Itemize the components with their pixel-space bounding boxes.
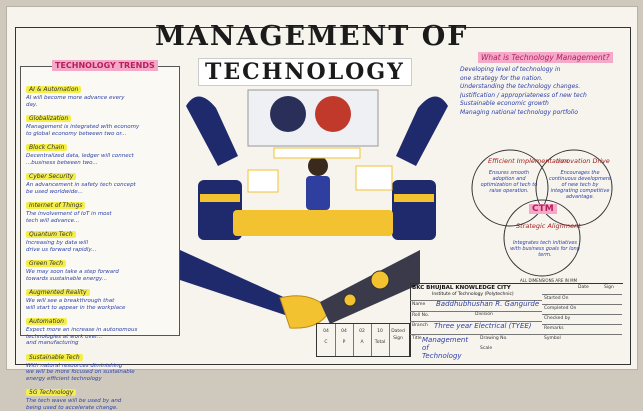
technology-trends-title: TECHNOLOGY TRENDS [52, 60, 158, 71]
person-body-icon [306, 176, 330, 210]
student-name: Baddhubhushan R. Gangurde [436, 300, 539, 308]
institution-name: BKC BHUJBAL KNOWLEDGE CITY [412, 285, 511, 291]
point: Developing level of technology in [460, 66, 618, 75]
robot-arm-icon [320, 250, 420, 324]
trend-heading: Green Tech [26, 260, 66, 267]
point: Justification / appropriateness of new t… [460, 92, 618, 101]
desk-base [233, 210, 393, 236]
tech-management-title: What is Technology Management? [478, 52, 613, 63]
institution-code: BKC [412, 285, 424, 291]
robot-hand-right-icon [396, 96, 448, 166]
robot-hand-left-icon [186, 96, 238, 166]
circle-text-strategic: Integrates tech initiatives with busines… [510, 240, 580, 258]
institution-title: BHUJBAL KNOWLEDGE CITY [426, 285, 511, 291]
point: Sustainable economic growth [460, 100, 618, 109]
scale-label: Scale [480, 346, 492, 351]
trend-heading: Automation [26, 318, 67, 325]
poster-title-line1: MANAGEMENT OF [155, 21, 468, 52]
marks-dated-sign: Dated Sign [389, 324, 407, 356]
drawing-no-label: Drawing No. [480, 336, 508, 341]
circle-text-innovation: Encourages the continuous development of… [548, 170, 612, 200]
ctm-label: CTM [529, 204, 557, 214]
symbol-cell: Symbol [542, 334, 622, 357]
search-bar-icon [274, 148, 360, 158]
trend-text: being used to accelerate change. [26, 405, 172, 411]
date-label: Date [578, 285, 589, 290]
trend-heading: Augmented Reality [26, 289, 90, 296]
person-head-icon [308, 156, 328, 176]
drawing-title: Management of Technology [422, 336, 462, 360]
robot-joint-small-icon [344, 294, 356, 306]
institution-subtitle: Institute of Technology (Polytechnic) [432, 292, 514, 297]
point: Managing national technology portfolio [460, 109, 618, 118]
trend-heading: Globalization [26, 115, 71, 122]
trend-heading: 5G Technology [26, 389, 76, 396]
trend-heading: Cyber Security [26, 173, 76, 180]
brain-screen-icon [248, 90, 378, 146]
graph-screen-icon [356, 166, 392, 190]
vr-user-right-icon [392, 180, 436, 240]
trend-heading: Quantum Tech [26, 231, 76, 238]
division-label: Division [475, 312, 493, 317]
robot-joint-icon [371, 271, 389, 289]
branch-value: Three year Electrical (TYEE) [434, 322, 532, 330]
trend-heading: Internet of Things [26, 202, 85, 209]
point: Understanding the technology changes. [460, 83, 618, 92]
sign-label: Sign [604, 285, 614, 290]
circle-text-efficient: Ensures smooth adoption and optimization… [478, 170, 540, 194]
organic-brain-icon [315, 96, 351, 132]
poster-title-line2: TECHNOLOGY [198, 58, 412, 86]
circle-title-strategic: Strategic Alignment [516, 222, 581, 230]
circle-title-innovation: Innovation Drive [556, 157, 610, 165]
trend-heading: Sustainable Tech [26, 354, 83, 361]
trend-heading: Block Chain [26, 144, 67, 151]
human-arm-icon [180, 250, 300, 320]
point: one strategy for the nation. [460, 75, 618, 84]
tech-management-points: Developing level of technology in one st… [460, 66, 618, 117]
trend-heading: AI & Automation [26, 86, 81, 93]
circuit-brain-icon [270, 96, 306, 132]
chart-screen-icon [248, 170, 278, 192]
